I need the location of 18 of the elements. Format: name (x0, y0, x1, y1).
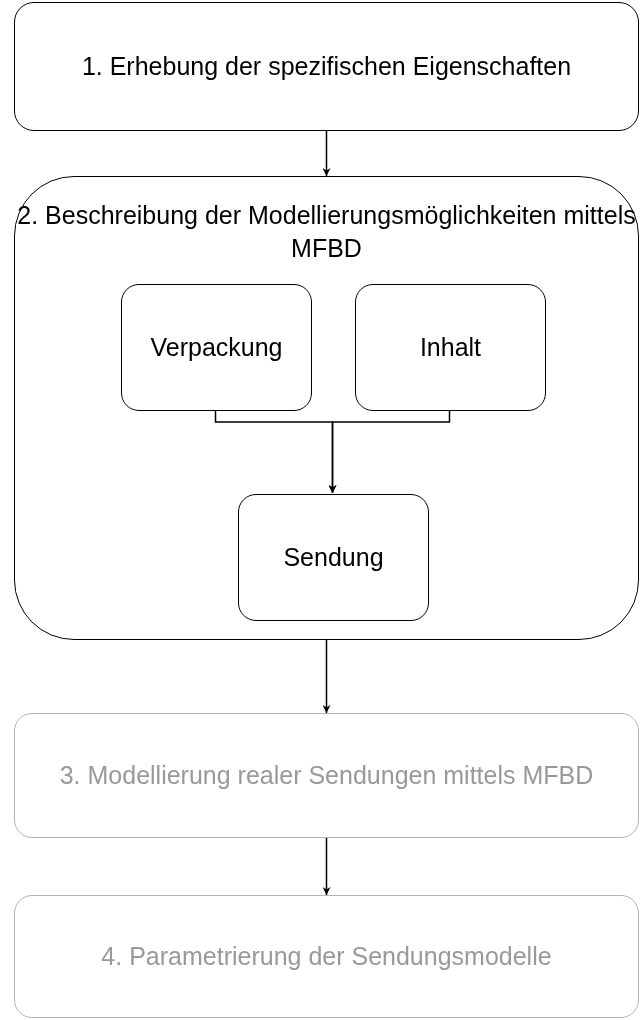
process-box (14, 176, 639, 640)
box-label: 3. Modellierung realer Sendungen mittels MFBD (59, 760, 594, 792)
process-box (14, 713, 639, 838)
box-label: 2. Beschreibung der Modellierungsmöglichkeiten mittels MFBD (17, 200, 636, 264)
arrow (322, 130, 331, 177)
box-label: Sendung (283, 542, 384, 574)
process-box (14, 895, 639, 1018)
box-label: 1. Erhebung der spezifischen Eigenschaften (81, 51, 572, 83)
box-label: 4. Parametrierung der Sendungsmodelle (101, 941, 552, 973)
arrow (328, 409, 451, 494)
process-box (355, 284, 546, 411)
process-box (14, 2, 639, 131)
process-box (121, 284, 312, 411)
box-label: Verpackung (150, 332, 283, 364)
box-label: Inhalt (419, 332, 482, 364)
arrow (322, 639, 331, 714)
process-box (238, 494, 429, 621)
arrow (322, 837, 331, 896)
